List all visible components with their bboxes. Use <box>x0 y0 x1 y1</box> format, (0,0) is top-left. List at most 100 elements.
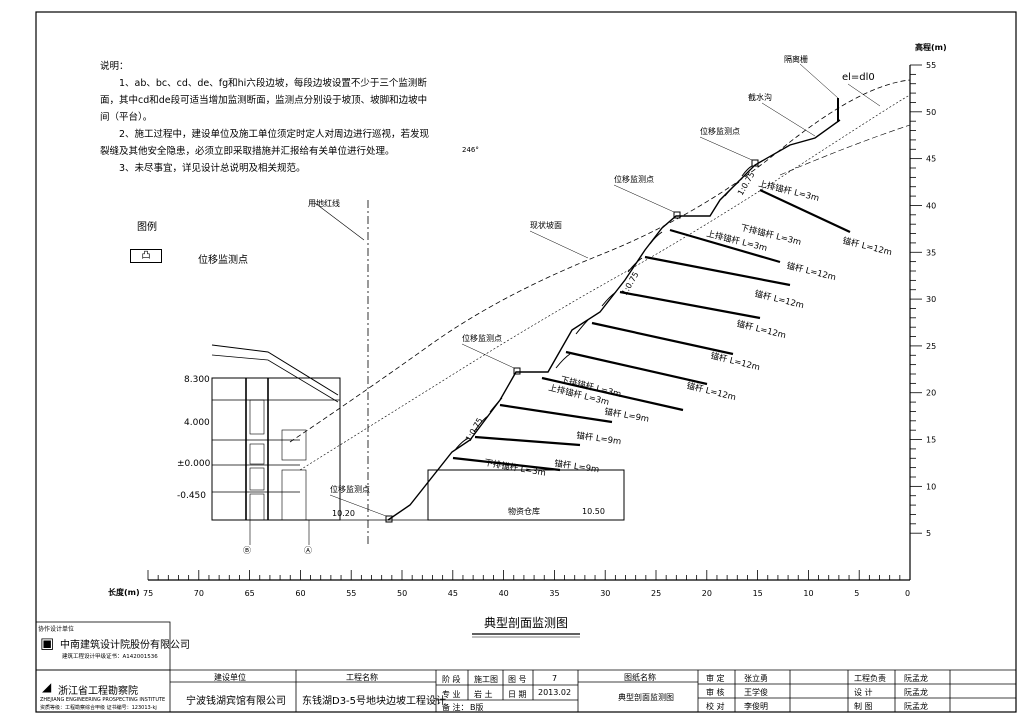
anchor-line-7 <box>759 189 851 233</box>
x-tick-label: 35 <box>549 589 559 598</box>
anchor-label: 锚杆 L=12m <box>753 288 805 311</box>
existing-ground-line <box>289 79 911 443</box>
x-tick-label: 25 <box>651 589 661 598</box>
anchor-label: 锚杆 L=12m <box>685 380 737 403</box>
slope-ratio-label: 1:0.75 <box>736 170 757 197</box>
slope-texture <box>454 165 753 451</box>
legend-symbol: 凸 <box>130 249 162 263</box>
note-item: 3、未尽事宜，详见设计总说明及相关规范。 <box>119 163 306 174</box>
design-company-cert: 建筑工程设计甲级证书：A142001536 <box>62 654 158 660</box>
anchor-label: 锚杆 L=12m <box>735 318 787 341</box>
monitoring-points <box>385 159 759 523</box>
notes-title: 说明： <box>100 61 129 72</box>
approve: 张立勇 <box>744 674 768 683</box>
design-company: 中南建筑设计院股份有限公司 <box>60 640 190 651</box>
x-tick-label: 65 <box>245 589 255 598</box>
project: 东钱湖D3-5号地块边坡工程设计 <box>302 696 447 707</box>
design: 阮孟龙 <box>904 688 928 697</box>
monitor-label: 位移监测点 <box>614 174 654 184</box>
monitor-point-marker <box>673 211 681 219</box>
review: 王学俊 <box>744 688 768 697</box>
discipline-label: 专 业 <box>442 690 461 699</box>
date: 2013.02 <box>538 688 572 697</box>
monitor-point-marker <box>385 515 393 523</box>
pm: 阮孟龙 <box>904 674 928 683</box>
survey-institute: 浙江省工程勘察院 <box>58 686 138 697</box>
client: 宁波钱湖宾馆有限公司 <box>186 696 286 707</box>
monitor-point-marker <box>513 367 521 375</box>
y-tick-label: 5 <box>926 529 931 538</box>
elevation-830: 8.300 <box>184 375 210 385</box>
y-tick-label: 10 <box>926 482 936 491</box>
sheet-frame <box>35 11 1017 713</box>
warehouse-box <box>427 469 625 521</box>
y-tick-label: 20 <box>926 389 936 398</box>
client-label: 建设单位 <box>214 673 246 682</box>
x-tick-label: 10 <box>803 589 813 598</box>
anchor-line-9 <box>474 435 581 447</box>
upper-dash-line <box>779 124 911 176</box>
anchor-label: 下排锚杆 L=3m <box>483 457 546 479</box>
y-tick-label: 25 <box>926 342 936 351</box>
slope-profile <box>387 119 841 521</box>
monitor-label: 位移监测点 <box>462 333 502 343</box>
warehouse-label: 物资仓库 <box>508 506 540 516</box>
monitor-label: 位移监测点 <box>700 126 740 136</box>
design-label: 设 计 <box>854 688 873 697</box>
legend-label: 位移监测点 <box>198 255 248 266</box>
dwg-no: 7 <box>552 674 558 683</box>
anchor-line-2 <box>619 290 761 320</box>
survey-institute-en: ZHEJIANG ENGINEERING PROSPECTING INSTITU… <box>40 697 166 703</box>
building-section <box>211 344 341 545</box>
existing-ground-line-2 <box>299 94 911 471</box>
anchor-label: 上排锚杆 L=3m <box>757 178 820 204</box>
isolation-fence-label: 隔离栅 <box>784 54 808 64</box>
survey-cert: 资质等级：工程勘察综合甲级 证书编号：123013-kj <box>40 705 157 711</box>
y-tick-label: 30 <box>926 295 936 304</box>
project-label: 工程名称 <box>346 673 378 682</box>
note-item: 1、ab、bc、cd、de、fg和hi六段边坡，每段边坡设置不少于三个监测断面，… <box>100 78 428 123</box>
drawing-title: 典型剖面监测图 <box>484 616 568 630</box>
notes-block: 说明： 1、ab、bc、cd、de、fg和hi六段边坡，每段边坡设置不少于三个监… <box>100 58 430 177</box>
anchor-line-5 <box>541 376 684 412</box>
elevation-000: ±0.000 <box>177 459 211 469</box>
remark-label: 备 注： <box>442 703 469 712</box>
anchor-label: 锚杆 L=12m <box>709 350 761 373</box>
angle-label: 246° <box>462 146 479 154</box>
pm-label: 工程负责 <box>854 674 886 683</box>
y-tick-label: 50 <box>926 108 936 117</box>
dwg-name: 典型剖面监测图 <box>618 693 674 702</box>
x-tick-label: 70 <box>194 589 204 598</box>
anchor-line-6 <box>644 255 791 287</box>
x-tick-label: 75 <box>143 589 153 598</box>
x-tick-label: 15 <box>753 589 763 598</box>
x-tick-label: 30 <box>600 589 610 598</box>
axis-marker-a: Ⓐ <box>304 546 312 555</box>
title-block <box>35 621 1016 712</box>
anchor-line-1 <box>669 228 781 264</box>
x-tick-label: 50 <box>397 589 407 598</box>
review-label: 审 核 <box>706 688 725 697</box>
check: 李俊明 <box>744 702 768 711</box>
design-company-label: 协作设计单位 <box>38 626 75 633</box>
survey-logo: ◢ <box>42 680 52 694</box>
x-tick-label: 45 <box>448 589 458 598</box>
red-line-label: 用地红线 <box>308 198 340 208</box>
check-label: 校 对 <box>706 702 725 711</box>
x-tick-label: 20 <box>702 589 712 598</box>
anchor-label: 锚杆 L=12m <box>785 260 837 283</box>
monitor-point-marker <box>751 159 759 167</box>
slope-ratio-label: 1:0.75 <box>464 416 485 443</box>
axis-marker-b: Ⓑ <box>243 546 251 555</box>
y-tick-label: 40 <box>926 201 936 210</box>
drain-label: 截水沟 <box>748 92 772 102</box>
note-item: 2、施工过程中，建设单位及施工单位须定时定人对周边进行巡视，若发现裂缝及其他安全… <box>100 129 430 157</box>
stage: 施工图 <box>474 675 498 684</box>
x-tick-label: 60 <box>295 589 305 598</box>
y-tick-label: 15 <box>926 436 936 445</box>
legend-title: 图例 <box>137 222 157 233</box>
y-tick-label: 55 <box>926 61 936 70</box>
anchor-line-4 <box>565 350 708 386</box>
